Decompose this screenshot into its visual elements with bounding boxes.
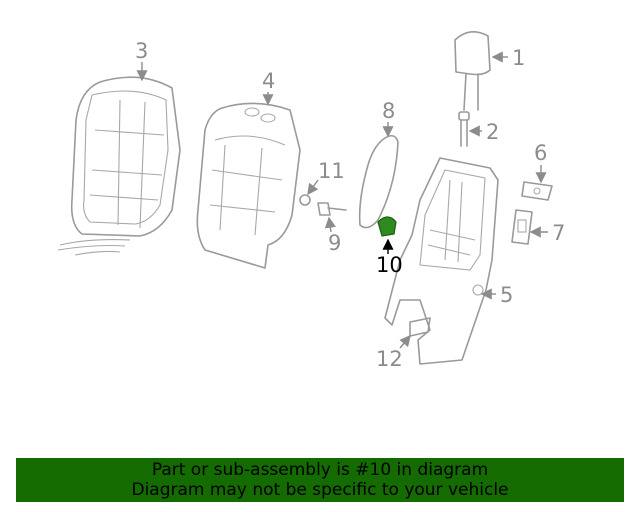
callout-11: 11 <box>318 159 345 183</box>
seat-back-pad <box>196 102 301 269</box>
callout-3: 3 <box>135 39 148 63</box>
side-trim-panel <box>358 134 399 229</box>
callout-1: 1 <box>512 46 525 70</box>
lower-bracket <box>409 317 431 337</box>
banner-line-1: Part or sub-assembly is #10 in diagram <box>151 460 489 480</box>
parts-diagram: 3 4 1 2 8 6 7 5 11 9 12 10 <box>57 31 565 371</box>
callout-9: 9 <box>328 231 341 255</box>
latch-bracket <box>521 181 553 201</box>
bolt <box>317 202 347 216</box>
seat-back-frame <box>384 157 499 365</box>
callout-4: 4 <box>262 69 275 93</box>
highlighted-part-10[interactable] <box>377 216 397 237</box>
info-banner: Part or sub-assembly is #10 in diagram D… <box>16 458 624 502</box>
headrest <box>454 31 491 111</box>
banner-line-2: Diagram may not be specific to your vehi… <box>131 480 509 500</box>
callout-12: 12 <box>376 347 403 371</box>
callout-6: 6 <box>534 141 547 165</box>
callout-2: 2 <box>486 120 499 144</box>
callout-10[interactable]: 10 <box>376 253 403 277</box>
callout-5: 5 <box>500 283 513 307</box>
callout-7: 7 <box>552 221 565 245</box>
release-handle <box>511 209 533 245</box>
headrest-guide <box>458 111 470 147</box>
washer <box>299 194 311 206</box>
callout-8: 8 <box>382 99 395 123</box>
seat-back-cover <box>57 76 181 256</box>
